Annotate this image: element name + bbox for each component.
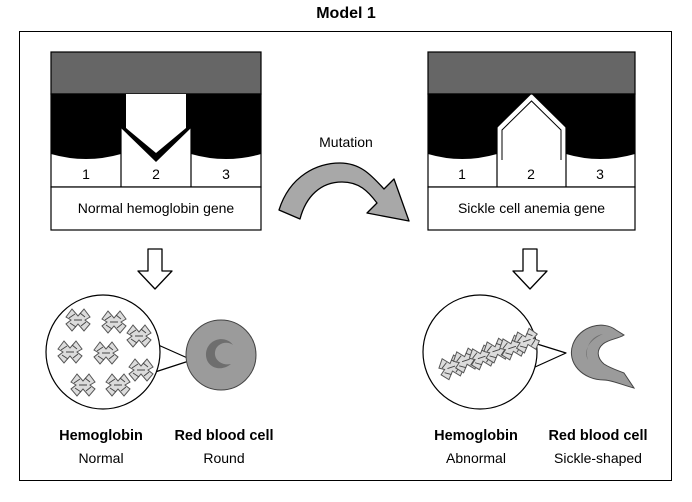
sickle-gene-segment-3: 3 — [596, 166, 604, 182]
normal-gene-segment-1: 1 — [82, 166, 90, 182]
model-title: Model 1 — [316, 5, 376, 22]
normal-gene-segment-2: 2 — [152, 166, 160, 182]
left-down-arrow — [137, 248, 173, 290]
sickle-gene-segment-1: 1 — [458, 166, 466, 182]
abnormal-hemoglobin-bubble — [422, 294, 567, 410]
normal-hemoglobin-bubble — [45, 294, 193, 410]
round-red-blood-cell — [185, 319, 257, 391]
mutation-arrow — [278, 162, 410, 222]
sickle-gene-label: Sickle cell anemia gene — [457, 200, 606, 216]
left-hemoglobin-state: Normal — [78, 450, 124, 466]
right-hemoglobin-state: Abnormal — [446, 450, 506, 466]
right-down-arrow — [512, 248, 548, 290]
right-cell-title: Red blood cell — [548, 428, 648, 444]
right-hemoglobin-title: Hemoglobin — [434, 428, 518, 444]
model-frame — [19, 31, 672, 481]
normal-gene-segment-3: 3 — [222, 166, 230, 182]
sickle-red-blood-cell — [571, 324, 636, 389]
left-cell-title: Red blood cell — [174, 428, 274, 444]
left-cell-state: Round — [203, 450, 245, 466]
right-cell-state: Sickle-shaped — [554, 450, 642, 466]
mutation-label: Mutation — [319, 134, 373, 150]
left-hemoglobin-title: Hemoglobin — [59, 428, 143, 444]
sickle-gene — [427, 51, 636, 231]
normal-gene-label: Normal hemoglobin gene — [77, 200, 235, 216]
sickle-gene-segment-2: 2 — [527, 166, 535, 182]
normal-gene — [50, 51, 262, 231]
